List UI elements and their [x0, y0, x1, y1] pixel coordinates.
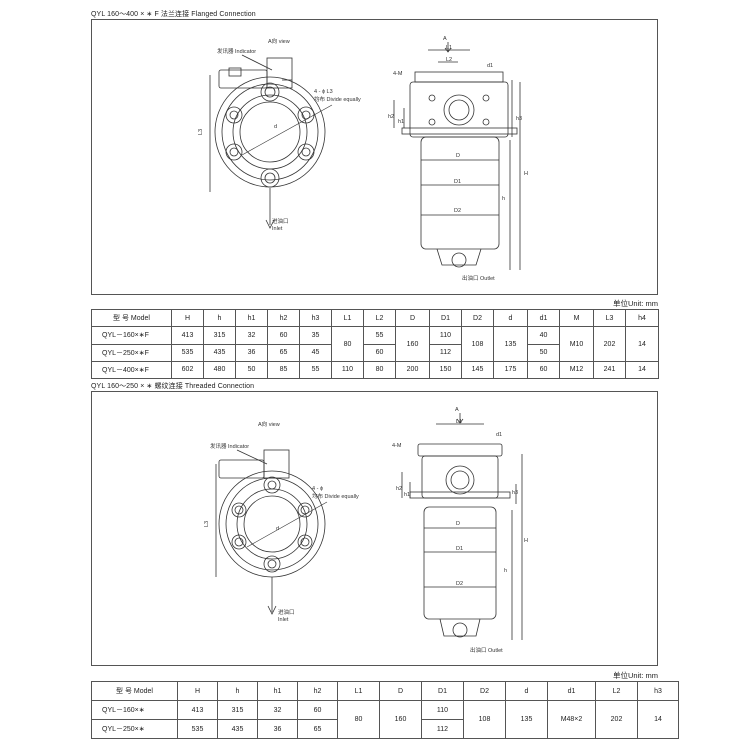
col-header: M	[559, 308, 594, 328]
divide-label: 均布 Divide equally	[312, 492, 359, 500]
dim-D1-label: D1	[456, 546, 463, 552]
dim-l3-label: L3	[198, 129, 204, 135]
col-header: 型 号 Model	[91, 681, 178, 701]
dim-d-label: d	[274, 124, 277, 130]
col-header: h2	[297, 681, 338, 701]
filter-head	[409, 81, 509, 138]
dim-l3-label: L3	[204, 521, 210, 527]
dim-l2-label: L2	[446, 57, 452, 63]
section2-spec-table: 型 号 Model H h h1 h2 L1 D D1 D2 d d1 L2 h…	[91, 681, 679, 739]
dim-h3-label: h3	[516, 116, 522, 122]
col-header: h2	[267, 308, 300, 328]
a-view-label: A向 view	[258, 420, 280, 428]
dim-l1-label: L1	[446, 45, 452, 51]
inlet-en-label: Inlet	[272, 226, 283, 232]
section1-drawing-panel: A向 view 发讯器 Indicator d 4 - ϕ L3 均布 Divi…	[91, 19, 658, 295]
filter-bowl	[420, 136, 500, 250]
section2-unit: 单位Unit: mm	[613, 671, 658, 680]
col-header: h4	[625, 308, 659, 328]
col-header: d1	[547, 681, 596, 701]
table-row: QYL－160×∗ 413 315 32 60 80 160 110 108 1…	[91, 700, 679, 739]
flange-bore	[236, 488, 308, 560]
col-header: d	[505, 681, 548, 701]
col-header: 型 号 Model	[91, 308, 172, 328]
col-header: D	[395, 308, 430, 328]
dim-d1-label: d1	[496, 432, 502, 438]
col-header: L2	[363, 308, 396, 328]
col-header: h1	[257, 681, 298, 701]
dim-H-label: H	[524, 171, 528, 177]
flange-bore	[232, 94, 308, 170]
section1-spec-table: 型 号 Model H h h1 h2 h3 L1 L2 D D1 D2 d d…	[91, 308, 659, 380]
indicator-body	[218, 459, 265, 479]
inlet-en-label: Inlet	[278, 617, 289, 623]
col-header: h3	[637, 681, 679, 701]
col-header: h3	[299, 308, 332, 328]
indicator-label: 发讯器 Indicator	[217, 47, 256, 55]
col-header: h1	[235, 308, 268, 328]
col-header: d1	[527, 308, 560, 328]
section1-unit: 单位Unit: mm	[613, 299, 658, 308]
indicator-label: 发讯器 Indicator	[210, 442, 249, 450]
dim-D2-label: D2	[456, 581, 463, 587]
divide-label: 均布 Divide equally	[314, 95, 361, 103]
col-header: D	[379, 681, 422, 701]
dim-D-label: D	[456, 521, 460, 527]
outlet-label: 出油口 Outlet	[462, 274, 495, 282]
dim-h-label: h	[504, 568, 507, 574]
section2-title: QYL 160～250 × ∗ 螺纹连接 Threaded Connection	[91, 383, 255, 390]
dim-m-label: 4-M	[393, 71, 403, 77]
table-row: QYL－250×∗ 535 435 36 65 112	[91, 719, 679, 739]
dim-a-label: A	[455, 407, 459, 413]
col-header: h	[217, 681, 258, 701]
dim-l1-label: L1	[456, 419, 462, 425]
dim-d1-label: d1	[487, 63, 493, 69]
dim-h1-label: h1	[404, 492, 410, 498]
flange-outer	[214, 76, 326, 188]
holes-label: 4 - ϕ	[312, 486, 323, 492]
holes-label: 4 - ϕ L3	[314, 89, 333, 95]
col-header: D2	[463, 681, 506, 701]
col-header: H	[171, 308, 204, 328]
col-header: h	[203, 308, 236, 328]
dim-m-label: 4-M	[392, 443, 402, 449]
dim-h2-label: h2	[396, 486, 402, 492]
col-header: L3	[593, 308, 626, 328]
dim-H-label: H	[524, 538, 528, 544]
table-header-row: 型 号 Model H h h1 h2 L1 D D1 D2 d d1 L2 h…	[91, 681, 679, 701]
col-header: L2	[595, 681, 638, 701]
outlet-label: 出油口 Outlet	[470, 646, 503, 654]
section1-drawing: A向 view 发讯器 Indicator d 4 - ϕ L3 均布 Divi…	[198, 36, 528, 282]
a-view-label: A向 view	[268, 37, 290, 45]
flange-outer	[218, 470, 326, 578]
col-header: L1	[337, 681, 380, 701]
section2-drawing-panel: A向 view 发讯器 Indicator d 4 - ϕ 均布 Divide …	[91, 391, 658, 666]
inlet-cn-label: 进油口	[272, 217, 289, 225]
col-header: H	[177, 681, 218, 701]
dim-d-label: d	[276, 526, 279, 532]
dim-a-label: A	[443, 36, 447, 42]
table-row: QYL－400×∗F 602 480 50 85 55 110 80 200 1…	[91, 360, 659, 380]
col-header: d	[493, 308, 528, 328]
col-header: D1	[421, 681, 464, 701]
section1-title: QYL 160～400 × ∗ F 法兰连接 Flanged Connectio…	[91, 11, 256, 18]
table-row: QYL－250×∗F 535 435 36 65 45 60 112 50	[91, 343, 659, 362]
dim-D-label: D	[456, 153, 460, 159]
dim-h1-label: h1	[398, 119, 404, 125]
col-header: L1	[331, 308, 364, 328]
col-header: D2	[461, 308, 494, 328]
dim-h2-label: h2	[388, 114, 394, 120]
filter-bowl	[423, 506, 497, 620]
inlet-cn-label: 进油口	[278, 608, 295, 616]
dim-D2-label: D2	[454, 208, 461, 214]
dim-h3-label: h3	[512, 490, 518, 496]
section2-drawing: A向 view 发讯器 Indicator d 4 - ϕ 均布 Divide …	[204, 407, 528, 654]
dim-D1-label: D1	[454, 179, 461, 185]
table-row: QYL－160×∗F 413 315 32 60 35 80 55 160 11…	[91, 326, 659, 362]
dim-h-label: h	[502, 196, 505, 202]
col-header: D1	[429, 308, 462, 328]
table-header-row: 型 号 Model H h h1 h2 h3 L1 L2 D D1 D2 d d…	[91, 308, 659, 328]
